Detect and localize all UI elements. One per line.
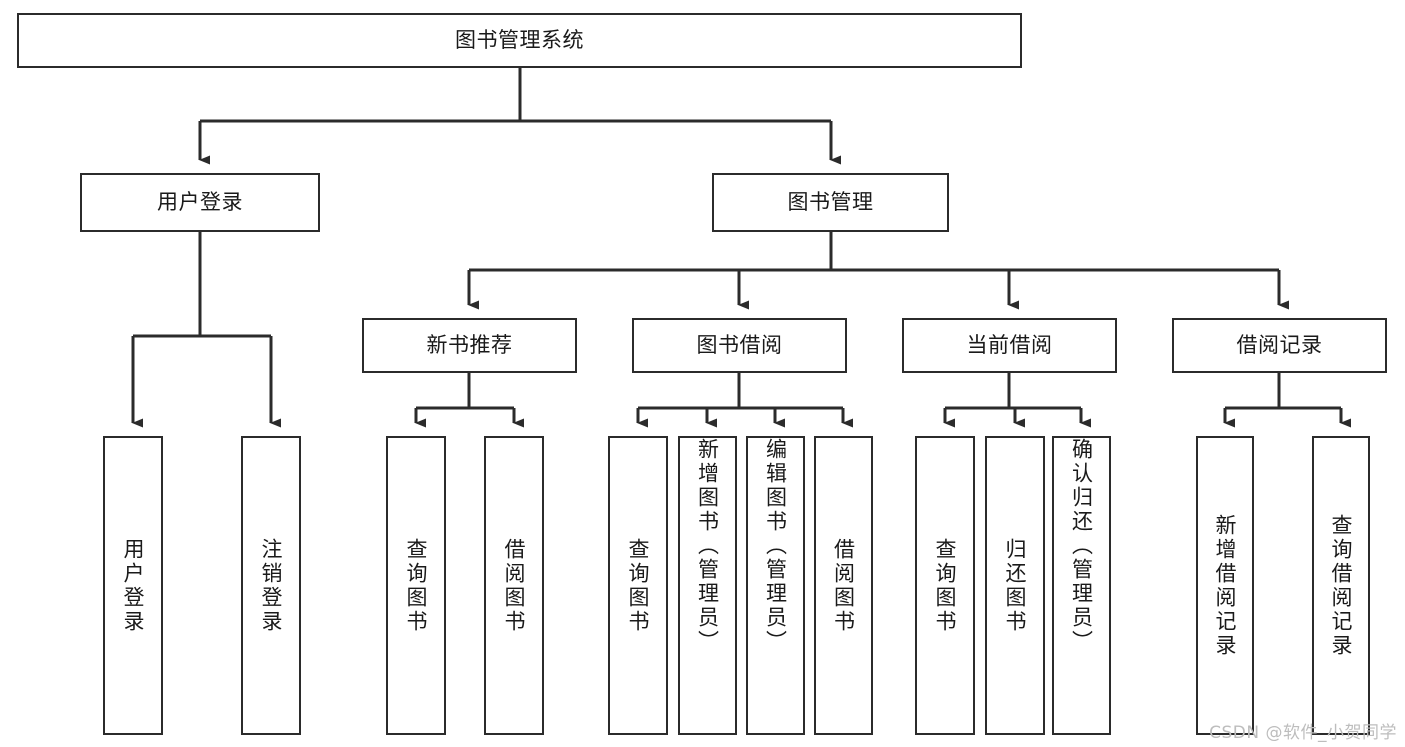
node-leaf-user-login-label: 用户登录 <box>121 537 146 634</box>
node-leaf-borrow-book-2[interactable]: 借阅图书 <box>814 436 873 735</box>
node-leaf-query-book-2-label: 查询图书 <box>626 537 651 634</box>
node-leaf-add-record-label: 新增借阅记录 <box>1213 513 1238 658</box>
node-leaf-query-book-1-label: 查询图书 <box>404 537 429 634</box>
node-leaf-logout-label: 注销登录 <box>259 537 284 634</box>
node-leaf-query-book-2[interactable]: 查询图书 <box>608 436 668 735</box>
node-leaf-add-book[interactable]: 新增图书（管理员） <box>678 436 737 735</box>
node-leaf-query-book-3-label: 查询图书 <box>933 537 958 634</box>
node-new-book-recommend[interactable]: 新书推荐 <box>362 318 577 373</box>
node-leaf-query-record[interactable]: 查询借阅记录 <box>1312 436 1370 735</box>
node-root-label: 图书管理系统 <box>455 27 584 52</box>
node-leaf-edit-book[interactable]: 编辑图书（管理员） <box>746 436 805 735</box>
node-leaf-confirm-return[interactable]: 确认归还（管理员） <box>1052 436 1111 735</box>
node-leaf-return-book-label: 归还图书 <box>1003 537 1028 634</box>
node-leaf-confirm-return-label: 确认归还（管理员） <box>1069 438 1094 654</box>
node-user-login-label: 用户登录 <box>157 189 243 214</box>
node-user-login[interactable]: 用户登录 <box>80 173 320 232</box>
node-leaf-logout[interactable]: 注销登录 <box>241 436 301 735</box>
node-leaf-return-book[interactable]: 归还图书 <box>985 436 1045 735</box>
node-leaf-query-book-3[interactable]: 查询图书 <box>915 436 975 735</box>
node-borrow-record[interactable]: 借阅记录 <box>1172 318 1387 373</box>
node-leaf-borrow-book-1-label: 借阅图书 <box>502 537 527 634</box>
node-borrow-record-label: 借阅记录 <box>1236 332 1323 357</box>
node-root[interactable]: 图书管理系统 <box>17 13 1022 68</box>
node-book-borrow[interactable]: 图书借阅 <box>632 318 847 373</box>
node-current-borrow-label: 当前借阅 <box>966 332 1053 357</box>
node-book-borrow-label: 图书借阅 <box>696 332 783 357</box>
node-new-book-recommend-label: 新书推荐 <box>426 332 513 357</box>
node-leaf-edit-book-label: 编辑图书（管理员） <box>763 438 788 654</box>
node-current-borrow[interactable]: 当前借阅 <box>902 318 1117 373</box>
node-leaf-add-record[interactable]: 新增借阅记录 <box>1196 436 1254 735</box>
node-leaf-user-login[interactable]: 用户登录 <box>103 436 163 735</box>
node-leaf-borrow-book-2-label: 借阅图书 <box>831 537 856 634</box>
node-leaf-borrow-book-1[interactable]: 借阅图书 <box>484 436 544 735</box>
node-leaf-query-book-1[interactable]: 查询图书 <box>386 436 446 735</box>
node-book-manage[interactable]: 图书管理 <box>712 173 949 232</box>
node-leaf-add-book-label: 新增图书（管理员） <box>695 438 720 654</box>
node-book-manage-label: 图书管理 <box>787 189 874 214</box>
node-leaf-query-record-label: 查询借阅记录 <box>1329 513 1354 658</box>
